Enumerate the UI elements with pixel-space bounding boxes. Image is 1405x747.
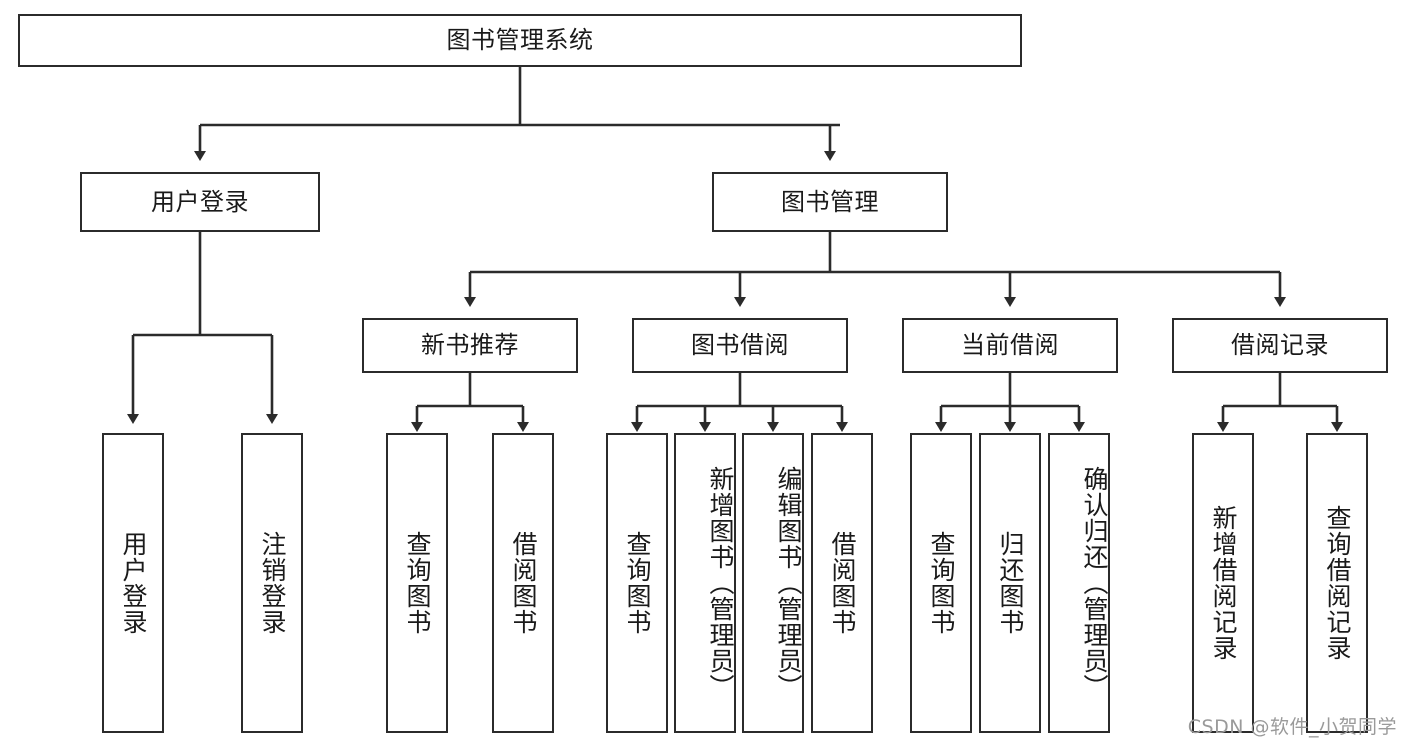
- node-leaf-user-logout[interactable]: 注销登录: [241, 433, 303, 733]
- node-leaf-query-book-3[interactable]: 查询图书: [910, 433, 972, 733]
- node-leaf-borrow-book-1-label: 借阅图书: [509, 531, 538, 635]
- node-leaf-query-book-2[interactable]: 查询图书: [606, 433, 668, 733]
- node-current-borrow-label: 当前借阅: [961, 331, 1059, 360]
- node-leaf-query-book-1[interactable]: 查询图书: [386, 433, 448, 733]
- node-current-borrow[interactable]: 当前借阅: [902, 318, 1118, 373]
- node-leaf-add-record-label: 新增借阅记录: [1209, 505, 1238, 661]
- node-leaf-borrow-book-1[interactable]: 借阅图书: [492, 433, 554, 733]
- node-leaf-add-book-label: 新增图书（管理员）: [706, 466, 735, 700]
- node-leaf-query-book-1-label: 查询图书: [403, 531, 432, 635]
- node-leaf-query-book-3-label: 查询图书: [927, 531, 956, 635]
- node-leaf-edit-book-label: 编辑图书（管理员）: [774, 466, 803, 700]
- node-leaf-user-login-label: 用户登录: [119, 531, 148, 635]
- node-user-login-label: 用户登录: [151, 187, 249, 216]
- node-leaf-query-record[interactable]: 查询借阅记录: [1306, 433, 1368, 733]
- node-leaf-confirm-return[interactable]: 确认归还（管理员）: [1048, 433, 1110, 733]
- node-root[interactable]: 图书管理系统: [18, 14, 1022, 67]
- node-leaf-return-book[interactable]: 归还图书: [979, 433, 1041, 733]
- node-leaf-return-book-label: 归还图书: [996, 531, 1025, 635]
- node-user-login[interactable]: 用户登录: [80, 172, 320, 232]
- node-new-book-recommend[interactable]: 新书推荐: [362, 318, 578, 373]
- node-leaf-query-record-label: 查询借阅记录: [1323, 505, 1352, 661]
- node-root-label: 图书管理系统: [446, 26, 594, 55]
- node-leaf-borrow-book-2-label: 借阅图书: [828, 531, 857, 635]
- node-book-borrow[interactable]: 图书借阅: [632, 318, 848, 373]
- node-leaf-query-book-2-label: 查询图书: [623, 531, 652, 635]
- node-book-manage[interactable]: 图书管理: [712, 172, 948, 232]
- node-book-borrow-label: 图书借阅: [691, 331, 789, 360]
- node-leaf-user-login[interactable]: 用户登录: [102, 433, 164, 733]
- node-leaf-user-logout-label: 注销登录: [258, 531, 287, 635]
- node-borrow-record[interactable]: 借阅记录: [1172, 318, 1388, 373]
- node-leaf-borrow-book-2[interactable]: 借阅图书: [811, 433, 873, 733]
- csdn-watermark: CSDN @软件_小贺同学: [1187, 716, 1397, 738]
- node-book-manage-label: 图书管理: [781, 187, 879, 216]
- node-new-book-recommend-label: 新书推荐: [421, 331, 519, 360]
- node-leaf-edit-book[interactable]: 编辑图书（管理员）: [742, 433, 804, 733]
- node-leaf-add-book[interactable]: 新增图书（管理员）: [674, 433, 736, 733]
- node-borrow-record-label: 借阅记录: [1231, 331, 1329, 360]
- node-leaf-confirm-return-label: 确认归还（管理员）: [1080, 466, 1109, 700]
- node-leaf-add-record[interactable]: 新增借阅记录: [1192, 433, 1254, 733]
